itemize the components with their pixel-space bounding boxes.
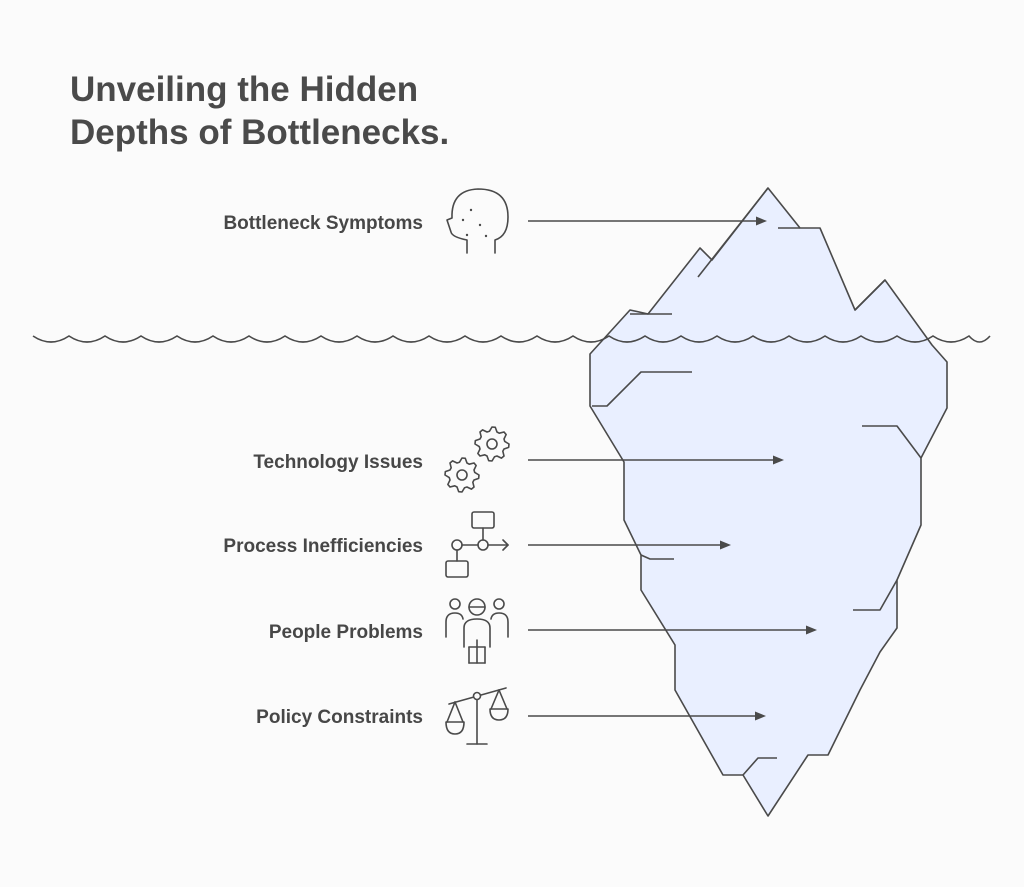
arrow-head bbox=[773, 455, 784, 465]
iceberg-shape bbox=[589, 187, 948, 817]
item-people-problems: People Problems bbox=[269, 598, 817, 664]
arrow-head bbox=[755, 711, 766, 721]
scales-icon bbox=[445, 687, 509, 745]
head-icon bbox=[446, 188, 509, 254]
item-policy-constraints: Policy Constraints bbox=[256, 687, 766, 745]
page-title-line-1: Unveiling the Hidden bbox=[70, 70, 418, 109]
item-process-inefficiencies: Process Inefficiencies bbox=[223, 511, 731, 578]
flowchart-icon bbox=[445, 511, 509, 578]
arrow-head bbox=[756, 216, 767, 226]
item-label: Policy Constraints bbox=[256, 707, 423, 728]
item-label: Technology Issues bbox=[253, 452, 423, 473]
gears-icon bbox=[444, 426, 510, 493]
item-label: People Problems bbox=[269, 622, 423, 643]
page-title-line-2: Depths of Bottlenecks. bbox=[70, 113, 449, 152]
arrow-head bbox=[806, 625, 817, 635]
people-icon bbox=[445, 598, 509, 664]
item-label: Process Inefficiencies bbox=[223, 536, 423, 557]
item-bottleneck-symptoms: Bottleneck Symptoms bbox=[223, 188, 767, 254]
item-technology-issues: Technology Issues bbox=[253, 426, 784, 493]
item-label: Bottleneck Symptoms bbox=[223, 213, 423, 234]
arrow-head bbox=[720, 540, 731, 550]
water-line bbox=[32, 334, 991, 343]
iceberg-cracks bbox=[592, 187, 922, 776]
